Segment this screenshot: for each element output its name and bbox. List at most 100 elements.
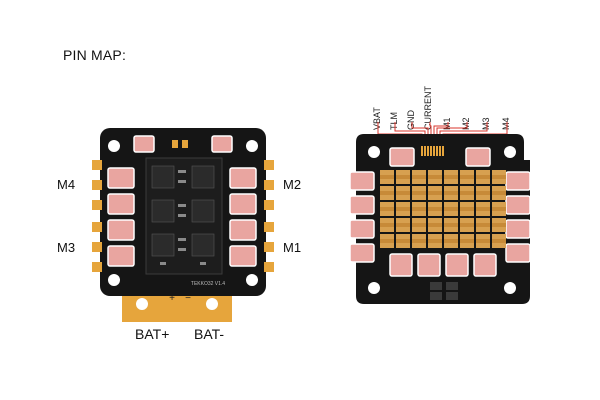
mosfet	[229, 167, 257, 189]
mosfet	[229, 245, 257, 267]
gold-pad	[92, 242, 102, 252]
ic-chip	[191, 165, 215, 189]
bottom-component	[473, 253, 497, 277]
header-contact	[424, 146, 426, 156]
side-component	[349, 171, 375, 191]
battery-negative-label: BAT-	[194, 326, 225, 342]
bottom-component	[389, 253, 413, 277]
capacitor-band	[460, 191, 474, 195]
battery-tab-hole-left	[136, 298, 148, 310]
side-component	[505, 195, 531, 215]
mount-hole	[108, 140, 120, 152]
gold-pad	[264, 180, 274, 190]
side-components-right	[505, 171, 531, 263]
mount-hole	[108, 274, 120, 286]
motor-label-m3: M3	[57, 240, 76, 255]
capacitor-band	[412, 239, 426, 243]
side-component	[505, 171, 531, 191]
mount-hole	[246, 274, 258, 286]
capacitor-band	[428, 191, 442, 195]
ic-chip	[151, 165, 175, 189]
ic-chips	[151, 165, 215, 257]
capacitor-band	[444, 207, 458, 211]
pad-plus-symbol: +	[169, 293, 175, 304]
right-board	[349, 122, 531, 304]
mount-hole	[504, 146, 516, 158]
side-component	[349, 195, 375, 215]
ic-chip	[191, 233, 215, 257]
bottom-components	[389, 253, 497, 277]
header-pad	[172, 140, 178, 148]
top-component	[465, 147, 491, 167]
capacitor-band	[476, 239, 490, 243]
capacitor-grid	[380, 170, 506, 248]
capacitor-band	[444, 223, 458, 227]
capacitor-band	[412, 207, 426, 211]
mount-hole	[368, 282, 380, 294]
bottom-chips	[430, 282, 458, 300]
mount-hole	[246, 140, 258, 152]
mosfet	[107, 245, 135, 267]
top-component	[389, 147, 415, 167]
side-component	[505, 219, 531, 239]
capacitor-band	[444, 239, 458, 243]
capacitor-band	[396, 175, 410, 179]
top-component	[211, 135, 233, 153]
header-contact	[421, 146, 423, 156]
gold-pad	[264, 242, 274, 252]
capacitor-band	[492, 191, 506, 195]
header-contact	[442, 146, 444, 156]
capacitor-band	[412, 191, 426, 195]
capacitor-band	[476, 191, 490, 195]
gold-pad	[264, 200, 274, 210]
left-side-pads	[92, 160, 102, 272]
gold-pad	[264, 160, 274, 170]
capacitor-band	[380, 175, 394, 179]
gold-pad	[264, 262, 274, 272]
passive	[178, 248, 186, 251]
capacitor-band	[396, 239, 410, 243]
passive	[178, 180, 186, 183]
mosfets-right	[229, 167, 257, 267]
battery-positive-label: BAT+	[135, 326, 170, 342]
mosfet	[229, 219, 257, 241]
side-component	[349, 219, 375, 239]
gold-pad	[92, 160, 102, 170]
passive	[178, 204, 186, 207]
capacitor-band	[428, 239, 442, 243]
battery-tab-hole-right	[206, 298, 218, 310]
capacitor-band	[460, 207, 474, 211]
gold-pad	[92, 262, 102, 272]
passive	[178, 214, 186, 217]
right-pcb-notch-top	[420, 134, 444, 148]
capacitor-band	[476, 207, 490, 211]
side-components-left	[349, 171, 375, 263]
header-contact	[439, 146, 441, 156]
motor-label-m4: M4	[57, 177, 76, 192]
capacitor-band	[428, 207, 442, 211]
capacitor-band	[476, 223, 490, 227]
capacitor-band	[492, 175, 506, 179]
passive	[200, 262, 206, 265]
mosfet	[107, 167, 135, 189]
capacitor-band	[460, 223, 474, 227]
passive	[178, 170, 186, 173]
mosfet	[229, 193, 257, 215]
silkscreen-text: TEKKO32 V1.4	[191, 281, 225, 287]
capacitor-band	[396, 207, 410, 211]
capacitor-band	[428, 223, 442, 227]
header-contacts	[421, 146, 444, 156]
bottom-component	[445, 253, 469, 277]
capacitor-band	[444, 175, 458, 179]
gold-pad	[264, 222, 274, 232]
capacitor-band	[492, 207, 506, 211]
header-pad	[182, 140, 188, 148]
ic-chip	[151, 233, 175, 257]
header-contact	[436, 146, 438, 156]
motor-label-m2: M2	[283, 177, 302, 192]
capacitor-band	[380, 207, 394, 211]
capacitor-band	[460, 175, 474, 179]
small-chip	[430, 282, 442, 290]
capacitor-band	[380, 191, 394, 195]
